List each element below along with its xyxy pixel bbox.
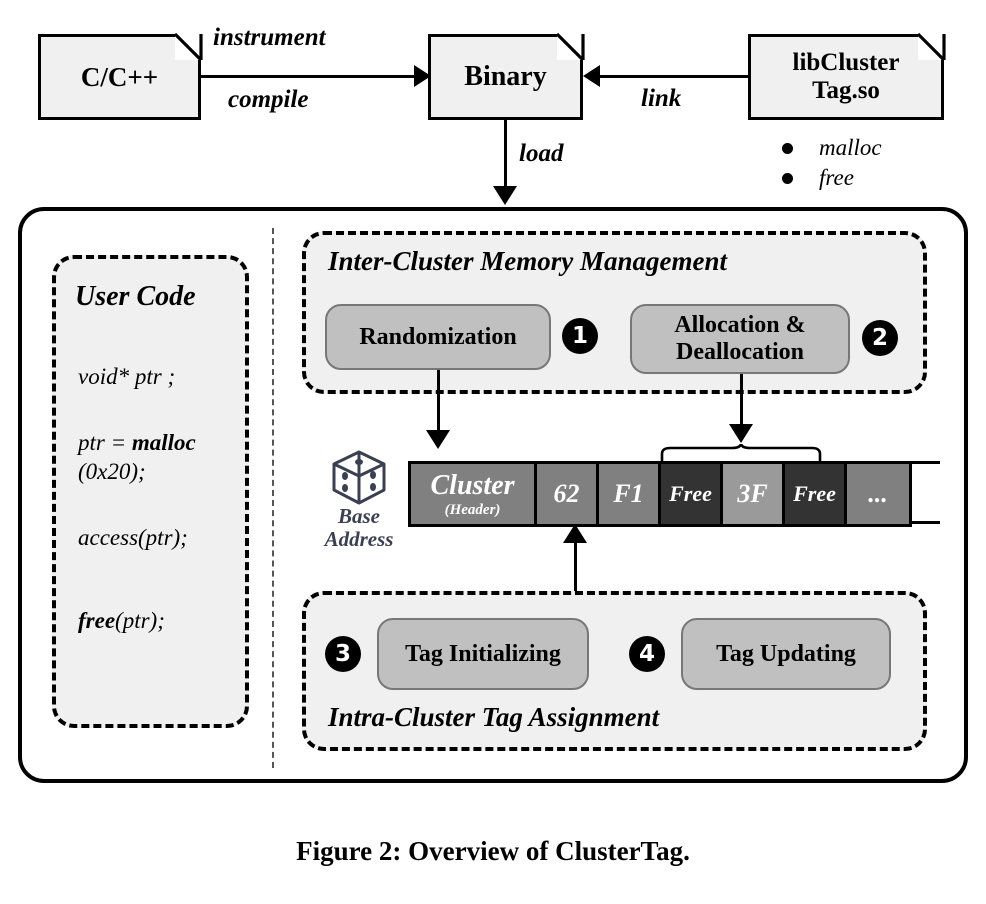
randomization-arrowhead xyxy=(426,430,450,449)
bullet-icon xyxy=(782,172,793,184)
list-item: malloc xyxy=(782,133,882,163)
bullet-icon xyxy=(782,142,793,154)
link-arrowhead xyxy=(583,65,600,87)
code-line-access: access(ptr); xyxy=(78,525,188,551)
memory-cell: 62 xyxy=(537,464,599,524)
edge-label-link: link xyxy=(641,85,682,112)
memory-cell-label: Free xyxy=(669,481,712,506)
step-badge-1: 1 xyxy=(562,318,598,354)
module-allocation-deallocation-label: Allocation & Deallocation xyxy=(674,312,805,366)
load-edge-line xyxy=(504,120,507,188)
link-edge-line xyxy=(600,75,750,78)
user-code-title: User Code xyxy=(75,281,196,312)
library-box: libCluster Tag.so xyxy=(748,32,946,120)
tag-init-arrowhead xyxy=(563,524,587,543)
memory-cell: Free xyxy=(785,464,847,524)
module-randomization-label: Randomization xyxy=(359,323,517,350)
base-address-line2: Address xyxy=(324,526,394,551)
code-line-free: free(ptr); xyxy=(78,608,165,634)
allocation-edge-line xyxy=(740,374,743,426)
edge-label-instrument: instrument xyxy=(213,24,326,51)
library-function-free: free xyxy=(819,165,854,190)
step-badge-4-number: 4 xyxy=(638,641,655,667)
step-badge-3: 3 xyxy=(325,636,361,672)
memory-cell-label: Free xyxy=(793,481,836,506)
instrument-compile-arrowhead xyxy=(414,65,431,87)
code-keyword-malloc: malloc xyxy=(131,430,196,455)
list-item: free xyxy=(782,163,882,193)
memory-cell-label: 62 xyxy=(553,479,580,508)
user-code-panel xyxy=(52,255,249,728)
inter-cluster-title: Inter-Cluster Memory Management xyxy=(328,246,728,276)
library-label-line1: libCluster xyxy=(792,49,900,76)
memory-cell: Free xyxy=(661,464,723,524)
document-fold-edge-icon xyxy=(555,32,585,62)
memory-cell-label: ... xyxy=(868,479,888,508)
code-text: (ptr); xyxy=(115,608,165,633)
library-function-malloc: malloc xyxy=(819,135,882,160)
module-tag-initializing-label: Tag Initializing xyxy=(405,640,561,667)
edge-label-load: load xyxy=(519,140,564,167)
memory-cell-label: Cluster xyxy=(430,469,515,501)
load-arrowhead xyxy=(493,186,517,205)
source-code-label: C/C++ xyxy=(80,61,159,92)
library-label-line2: Tag.so xyxy=(812,77,880,104)
code-text: void* ptr ; xyxy=(78,364,176,389)
randomization-edge-line xyxy=(437,370,440,432)
code-text: (0x20); xyxy=(78,459,146,484)
document-fold-edge-icon xyxy=(916,32,946,62)
module-tag-updating[interactable]: Tag Updating xyxy=(681,618,891,690)
binary-label: Binary xyxy=(464,61,547,93)
memory-layout-bar: Cluster(Header) 62 F1 Free 3F Free... xyxy=(408,461,912,527)
step-badge-4: 4 xyxy=(629,636,665,672)
library-label: libCluster Tag.so xyxy=(793,49,900,105)
module-alloc-line2: Deallocation xyxy=(676,339,804,365)
module-allocation-deallocation[interactable]: Allocation & Deallocation xyxy=(630,304,850,374)
dice-icon xyxy=(330,449,388,512)
figure-caption: Figure 2: Overview of ClusterTag. xyxy=(296,836,690,866)
document-fold-edge-icon xyxy=(173,32,203,62)
module-alloc-line1: Allocation & xyxy=(674,312,806,339)
library-function-list: malloc free xyxy=(782,133,882,193)
step-badge-1-number: 1 xyxy=(571,323,588,349)
code-keyword-free: free xyxy=(78,608,116,633)
memory-cell: F1 xyxy=(599,464,661,524)
module-tag-initializing[interactable]: Tag Initializing xyxy=(377,618,589,690)
memory-cell: Cluster(Header) xyxy=(411,464,537,524)
code-line-declaration: void* ptr ; xyxy=(78,364,175,390)
memory-cell-label: F1 xyxy=(613,479,644,508)
edge-label-compile: compile xyxy=(228,86,309,113)
tag-init-edge-line xyxy=(574,540,577,602)
memory-cell: ... xyxy=(847,464,909,524)
panel-divider xyxy=(272,228,274,768)
source-code-box: C/C++ xyxy=(38,32,203,120)
module-randomization[interactable]: Randomization xyxy=(325,304,551,370)
module-tag-updating-label: Tag Updating xyxy=(716,640,856,667)
code-line-malloc: ptr = malloc xyxy=(78,430,196,456)
code-text: ptr = xyxy=(78,430,132,455)
base-address-label: Base Address xyxy=(318,505,400,550)
step-badge-2-number: 2 xyxy=(871,325,888,351)
allocation-arrowhead xyxy=(729,424,753,443)
step-badge-2: 2 xyxy=(862,320,898,356)
allocated-range-brace xyxy=(660,444,822,464)
intra-cluster-title: Intra-Cluster Tag Assignment xyxy=(328,702,660,732)
instrument-compile-edge-line xyxy=(201,75,416,78)
code-text: access(ptr); xyxy=(78,525,188,550)
memory-cell: 3F xyxy=(723,464,785,524)
step-badge-3-number: 3 xyxy=(334,641,351,667)
code-line-malloc-args: (0x20); xyxy=(78,459,146,485)
memory-cell-label: 3F xyxy=(737,479,768,508)
base-address-line1: Base xyxy=(338,504,380,528)
binary-box: Binary xyxy=(428,32,585,120)
memory-cell-sublabel: (Header) xyxy=(444,501,501,518)
